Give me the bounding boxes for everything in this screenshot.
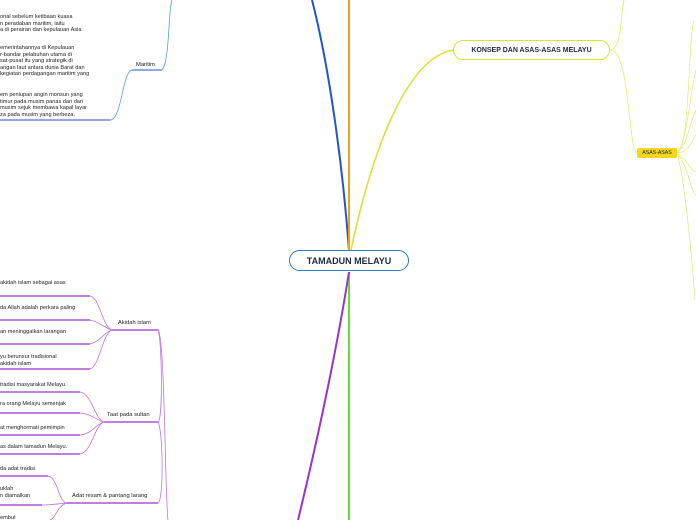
akidah-note-3[interactable]: an meninggalkan larangan	[0, 329, 66, 335]
taat-pada-sultan-label[interactable]: Taat pada sultan	[107, 412, 150, 418]
konsep-topic-node[interactable]: KONSEP DAN ASAS-ASAS MELAYU	[453, 40, 610, 60]
akidah-islam-label[interactable]: Akidah islam	[118, 320, 151, 326]
taat-note-3[interactable]: at menghormati pemimpin	[0, 425, 65, 431]
akidah-note-2[interactable]: da Allah adalah perkara paling	[0, 305, 76, 311]
asas-asas-label: ASAS-ASAS	[642, 150, 672, 156]
asas-asas-node[interactable]: ASAS-ASAS	[637, 148, 677, 158]
adat-note-3[interactable]: embut	[0, 515, 16, 521]
taat-note-1[interactable]: tradisi masyarakat Melayu.	[0, 382, 67, 388]
maritim-label[interactable]: Maritim	[136, 62, 155, 68]
maritim-note-2[interactable]: emerintahannya di Kepulauan r-bandar pel…	[0, 45, 90, 78]
maritim-note-3[interactable]: em peniupan angin monsun yang timur pada…	[0, 92, 88, 118]
taat-note-2[interactable]: ra orang Melayu semenjak	[0, 401, 66, 407]
konsep-topic-label: KONSEP DAN ASAS-ASAS MELAYU	[471, 46, 592, 54]
akidah-note-1[interactable]: akidah islam sebagai asas	[0, 280, 66, 286]
purple-main-branch	[297, 271, 350, 520]
blue-main-branch	[311, 0, 350, 251]
maritim-note-1[interactable]: onal sebelum ketibaan kuasa n peradaban …	[0, 14, 82, 34]
central-topic-node[interactable]: TAMADUN MELAYU	[289, 250, 409, 271]
taat-note-4[interactable]: as dalam tamadun Melayu.	[0, 444, 68, 450]
adat-note-2[interactable]: uklah n diamalkan	[0, 486, 31, 499]
adat-resam-label[interactable]: Adat resam & pantang larang	[72, 493, 148, 499]
akidah-note-4[interactable]: yu berunsur tradisional akidah islam	[0, 354, 57, 367]
central-topic-label: TAMADUN MELAYU	[306, 255, 392, 266]
adat-note-1[interactable]: da adat tradisi	[0, 466, 36, 472]
yellow-main-branch	[350, 49, 456, 251]
